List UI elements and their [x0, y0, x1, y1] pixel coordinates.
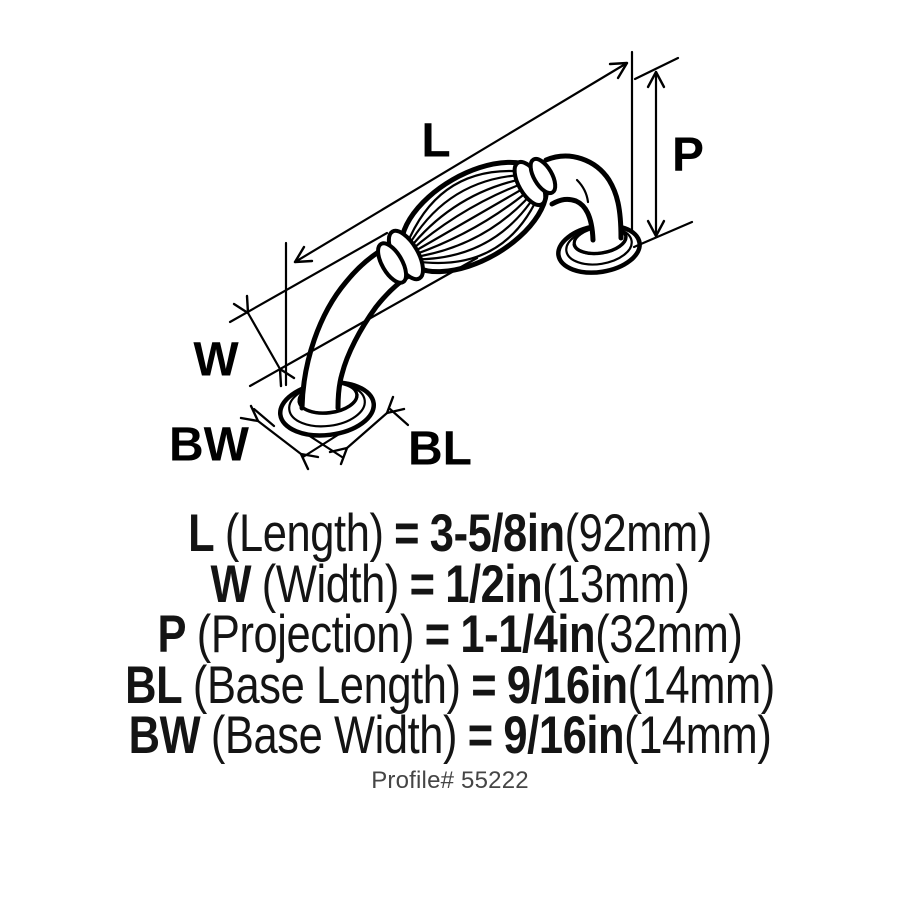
arrowhead-BW-left [239, 404, 260, 423]
spec-value: 3-5/8in [429, 504, 565, 563]
label-base-length: BL [408, 423, 472, 476]
spec-abbr: BW [128, 706, 201, 765]
left-collar-outer-ring [376, 241, 409, 285]
arrowhead-P-bottom [646, 219, 666, 238]
label-base-width: BW [169, 419, 250, 472]
spec-metric: (14mm) [624, 706, 772, 765]
right-arm [543, 153, 624, 243]
extension-tick-bottom-right [632, 220, 694, 249]
left-base-dome-front-arc [297, 393, 359, 415]
left-arm-fill [302, 247, 413, 410]
dimension-line-L [293, 61, 629, 264]
spec-row-length: L(Length)=3-5/8in(92mm) [81, 507, 819, 560]
arrowhead-W-bottom [278, 367, 296, 388]
handle-dimension-diagram: L P W BW BL [169, 50, 704, 476]
spec-row-width: W(Width)=1/2in(13mm) [81, 558, 819, 611]
spec-name: (Base Width) [210, 706, 458, 765]
dimension-line-BL [345, 411, 389, 450]
label-projection: P [672, 129, 704, 182]
right-collar-outer-ring [528, 156, 558, 196]
arrowhead-L-right [608, 61, 629, 80]
spec-metric: (13mm) [542, 554, 690, 614]
extension-tick-BL [388, 407, 410, 427]
spec-value: 9/16in [506, 655, 628, 715]
extension-line-W-lower [248, 256, 479, 388]
left-arm [299, 244, 416, 411]
equals-sign: = [424, 605, 450, 664]
spec-abbr: P [157, 605, 187, 664]
spec-value: 1-1/4in [460, 605, 596, 664]
equals-sign: = [409, 554, 435, 614]
spec-value: 9/16in [503, 706, 625, 765]
spec-row-base-length: BL(Base Length)=9/16in(14mm) [81, 659, 819, 712]
label-length: L [421, 115, 450, 168]
right-arm-inner-edge [549, 196, 596, 243]
left-collar [376, 228, 425, 285]
profile-number: Profile# 55222 [371, 767, 529, 794]
right-collar [512, 156, 558, 207]
spec-abbr: L [188, 504, 215, 563]
spec-metric: (32mm) [595, 605, 743, 664]
arrowhead-BL-left [328, 446, 349, 466]
dimension-line-BW [256, 419, 303, 456]
dimension-line-W [246, 311, 282, 371]
handle-drawing [277, 153, 642, 438]
equals-sign: = [394, 504, 420, 563]
arrowhead-P-top [646, 70, 666, 89]
spec-list: L(Length)=3-5/8in(92mm) W(Width)=1/2in(1… [81, 507, 819, 762]
extension-line-W-upper [228, 231, 389, 324]
right-base-dome-front-arc [572, 235, 628, 256]
arrowhead-BW-right [299, 452, 320, 471]
label-width: W [193, 334, 239, 387]
spec-name: (Width) [261, 554, 400, 614]
equals-sign: = [471, 655, 497, 715]
extension-cross-segment-2 [301, 429, 346, 459]
spec-abbr: W [210, 554, 252, 614]
spec-name: (Length) [224, 504, 384, 563]
dimension-lines [228, 50, 694, 471]
arrowhead-W-top [232, 294, 250, 315]
diagram-labels: L P W BW BL [169, 115, 704, 476]
extension-tick-top-right [633, 56, 680, 81]
spec-abbr: BL [125, 655, 183, 715]
spec-row-projection: P(Projection)=1-1/4in(32mm) [81, 608, 819, 661]
extension-tick-BW [252, 407, 276, 428]
spec-metric: (14mm) [627, 655, 776, 715]
arrowhead-L-left [293, 245, 314, 264]
spec-name: (Projection) [196, 605, 415, 664]
spec-metric: (92mm) [564, 504, 713, 563]
left-arm-inner-edge [335, 270, 416, 411]
right-arm-fill [546, 156, 621, 242]
equals-sign: = [467, 706, 493, 765]
right-arm-bend-detail [575, 178, 590, 204]
arrowhead-BL-right [385, 395, 406, 415]
right-arm-outer-edge [543, 153, 624, 241]
spec-row-base-width: BW(Base Width)=9/16in(14mm) [81, 709, 819, 762]
spec-name: (Base Length) [192, 655, 461, 715]
spec-value: 1/2in [445, 554, 543, 614]
left-arm-outer-edge [299, 244, 390, 411]
